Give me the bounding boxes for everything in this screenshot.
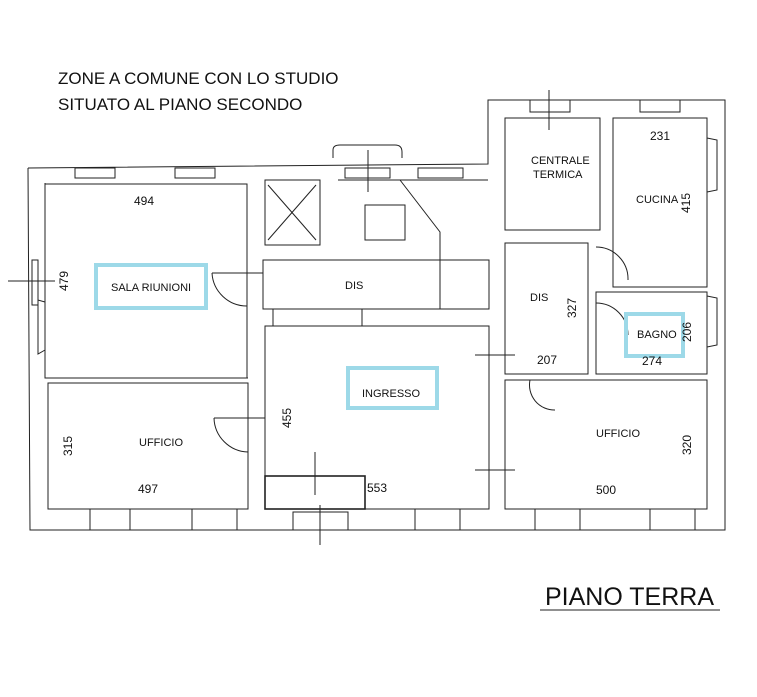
note-line-1: ZONE A COMUNE CON LO STUDIO	[58, 69, 339, 88]
dim-sala-riunioni-width: 494	[134, 194, 154, 208]
dim-sala-riunioni-height: 479	[57, 271, 71, 291]
dim-dis-right-width: 207	[537, 353, 557, 367]
dim-ingresso-width: 553	[367, 481, 387, 495]
room-label-dis-right: DIS	[530, 292, 548, 304]
room-label-sala-riunioni: SALA RIUNIONI	[111, 282, 191, 294]
note-line-2: SITUATO AL PIANO SECONDO	[58, 95, 302, 114]
dim-ufficio-right-width: 500	[596, 483, 616, 497]
dim-bagno-height: 206	[680, 322, 694, 342]
highlight-bagno	[624, 312, 685, 358]
room-label-centrale-termica-1: CENTRALE	[531, 155, 590, 167]
room-label-cucina: CUCINA	[636, 194, 679, 206]
dim-ingresso-height: 455	[280, 408, 294, 428]
room-label-ufficio-right: UFFICIO	[596, 428, 640, 440]
dim-cucina-height: 415	[679, 193, 693, 213]
doors	[211, 246, 629, 471]
room-label-dis-center: DIS	[345, 280, 363, 292]
room-label-ufficio-left: UFFICIO	[139, 437, 183, 449]
room-label-bagno: BAGNO	[637, 329, 677, 341]
highlight-ingresso	[346, 366, 439, 410]
room-label-ingresso: INGRESSO	[362, 388, 421, 400]
dim-bagno-width: 274	[642, 354, 662, 368]
dim-dis-right-height: 327	[565, 298, 579, 318]
dim-ufficio-right-height: 320	[680, 435, 694, 455]
room-walls	[8, 90, 708, 545]
room-label-centrale-termica-2: TERMICA	[533, 169, 583, 181]
floor-title: PIANO TERRA	[545, 583, 714, 611]
dim-ufficio-left-width: 497	[138, 482, 158, 496]
highlight-sala-riunioni	[94, 263, 208, 310]
dim-cucina-width: 231	[650, 129, 670, 143]
dim-ufficio-left-height: 315	[61, 436, 75, 456]
